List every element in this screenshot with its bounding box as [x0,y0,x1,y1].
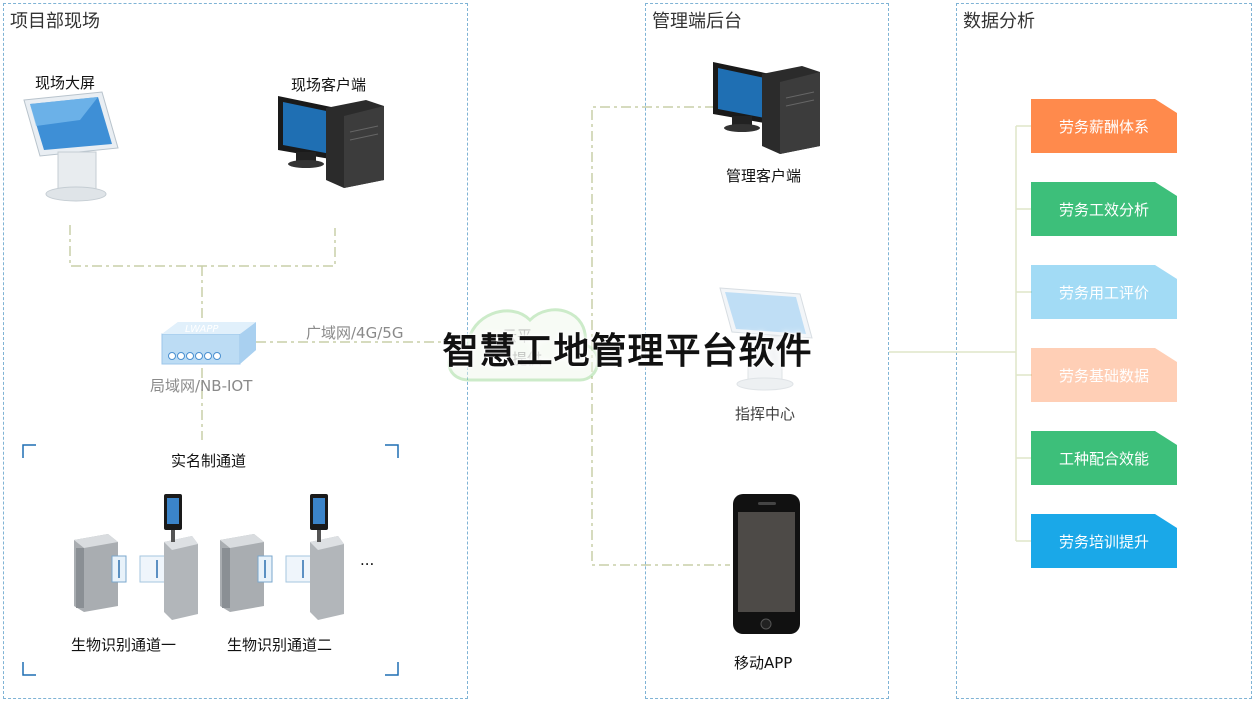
site-panel-title: 项目部现场 [10,11,100,32]
card-corner-notch [1155,265,1177,279]
analysis-card-label: 劳务薪酬体系 [1058,117,1149,136]
mobile-app-label: 移动APP [734,654,793,672]
realname-channel-label: 实名制通道 [171,452,247,470]
analysis-card-label: 劳务培训提升 [1058,532,1149,551]
overlay-title: 智慧工地管理平台软件 [442,331,813,372]
more-gates-ellipsis: ... [360,551,375,569]
analysis-card: 劳务培训提升 [1031,514,1177,568]
analysis-panel [956,3,1252,699]
turnstile-gate-2-icon [220,494,344,620]
realname-bracket [22,444,399,676]
gate2-label: 生物识别通道二 [227,636,333,654]
admin-panel [645,3,889,699]
card-corner-notch [1155,514,1177,528]
analysis-card-label: 劳务用工评价 [1058,283,1149,302]
card-corner-notch [1155,99,1177,113]
gate1-label: 生物识别通道一 [71,636,177,654]
analysis-card: 劳务用工评价 [1031,265,1177,319]
card-corner-notch [1155,431,1177,445]
analysis-card: 劳务工效分析 [1031,182,1177,236]
card-corner-notch [1155,348,1177,362]
gateway-router-icon: LWAPP [161,322,256,365]
turnstile-gate-1-icon [74,494,198,620]
analysis-connectors [889,125,1032,542]
lan-label: 局域网/NB-IOT [150,377,253,395]
cloud-text-2: 提供 [512,350,543,368]
cloud-text-1: 云平 [502,327,533,345]
analysis-panel-title: 数据分析 [963,11,1035,32]
analysis-card: 工种配合效能 [1031,431,1177,485]
site-connectors [69,225,445,440]
card-corner-notch [1155,182,1177,196]
admin-client-label: 管理客户端 [726,167,802,185]
analysis-card-label: 劳务工效分析 [1058,200,1149,219]
cloud-icon [447,308,600,382]
site-client-label: 现场客户端 [291,76,367,94]
gateway-brand-text: LWAPP [185,324,219,335]
admin-panel-title: 管理端后台 [652,11,742,32]
mobile-phone-icon [733,494,800,634]
big-screen-label: 现场大屏 [35,74,96,92]
analysis-card: 劳务薪酬体系 [1031,99,1177,153]
command-center-label: 指挥中心 [735,405,796,423]
analysis-card-label: 工种配合效能 [1058,449,1149,468]
big-screen-kiosk-icon [23,91,119,202]
analysis-card: 劳务基础数据 [1031,348,1177,402]
admin-client-pc-icon [713,62,820,154]
site-panel [3,3,468,699]
analysis-card-label: 劳务基础数据 [1058,366,1149,385]
site-client-pc-icon [278,96,384,188]
admin-connectors [591,106,730,566]
command-center-kiosk-icon [719,287,813,391]
wan-label: 广域网/4G/5G [306,324,404,342]
